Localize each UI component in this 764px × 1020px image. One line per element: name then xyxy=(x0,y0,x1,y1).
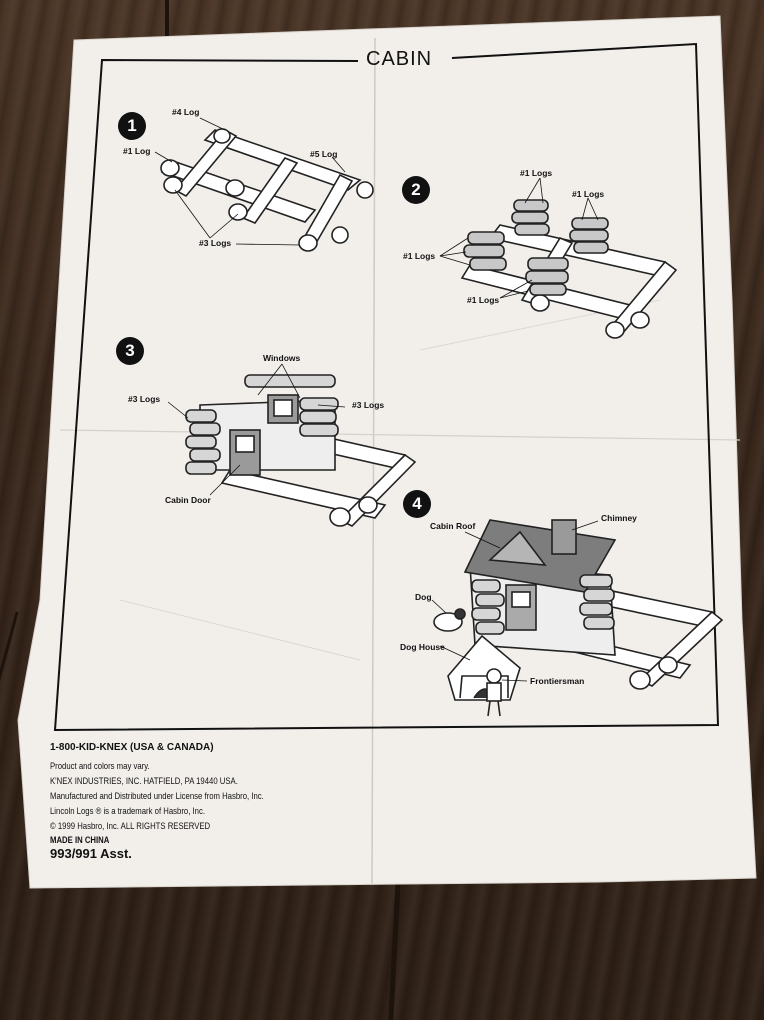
step-number-4: 4 xyxy=(403,490,431,518)
step1-illustration xyxy=(160,128,374,252)
step-number-2: 2 xyxy=(402,176,430,204)
label-1-log: #1 Log xyxy=(123,146,151,156)
footer-phone: 1-800-KID-KNEX (USA & CANADA) xyxy=(50,742,214,753)
label-1-logs-right: #1 Logs xyxy=(572,189,605,199)
label-cabin-roof: Cabin Roof xyxy=(430,521,476,531)
label-1-logs-top: #1 Logs xyxy=(520,168,553,178)
step-number-3: 3 xyxy=(116,337,144,365)
label-cabin-door: Cabin Door xyxy=(165,495,211,505)
label-5-log: #5 Log xyxy=(310,149,338,159)
page-title: CABIN xyxy=(366,48,433,70)
table-board-seam xyxy=(165,0,169,40)
step3-illustration xyxy=(185,374,417,527)
label-3-logs: #3 Logs xyxy=(199,238,232,248)
step-number-1: 1 xyxy=(118,112,146,140)
footer-line-4: Lincoln Logs ® is a trademark of Hasbro,… xyxy=(50,806,205,816)
fold-crease xyxy=(59,429,741,441)
page-border xyxy=(53,42,720,732)
label-1-logs-left: #1 Logs xyxy=(403,251,436,261)
footer-line-5: © 1999 Hasbro, Inc. ALL RIGHTS RESERVED xyxy=(50,821,211,831)
label-frontiersman: Frontiersman xyxy=(530,676,585,686)
footer-line-2: K'NEX INDUSTRIES, INC. HATFIELD, PA 1944… xyxy=(50,776,238,786)
step4-illustration xyxy=(433,519,724,717)
label-dog-house: Dog House xyxy=(400,642,445,652)
step4-leader-lines xyxy=(431,520,599,682)
step2-leader-lines xyxy=(439,177,599,299)
step1-leader-lines xyxy=(154,117,346,246)
label-chimney: Chimney xyxy=(601,513,637,523)
label-3-logs-right: #3 Logs xyxy=(352,400,385,410)
label-4-log: #4 Log xyxy=(172,107,200,117)
label-3-logs-left: #3 Logs xyxy=(128,394,161,404)
footer-line-3: Manufactured and Distributed under Licen… xyxy=(50,791,264,801)
footer-line-6: MADE IN CHINA xyxy=(50,835,110,845)
wrinkle xyxy=(119,599,361,661)
label-1-logs-bottom: #1 Logs xyxy=(467,295,500,305)
label-dog: Dog xyxy=(415,592,432,602)
step3-leader-lines xyxy=(167,363,346,496)
label-windows: Windows xyxy=(263,353,301,363)
step2-illustration xyxy=(460,199,678,339)
footer-line-1: Product and colors may vary. xyxy=(50,761,150,771)
footer-assortment-number: 993/991 Asst. xyxy=(50,846,132,861)
